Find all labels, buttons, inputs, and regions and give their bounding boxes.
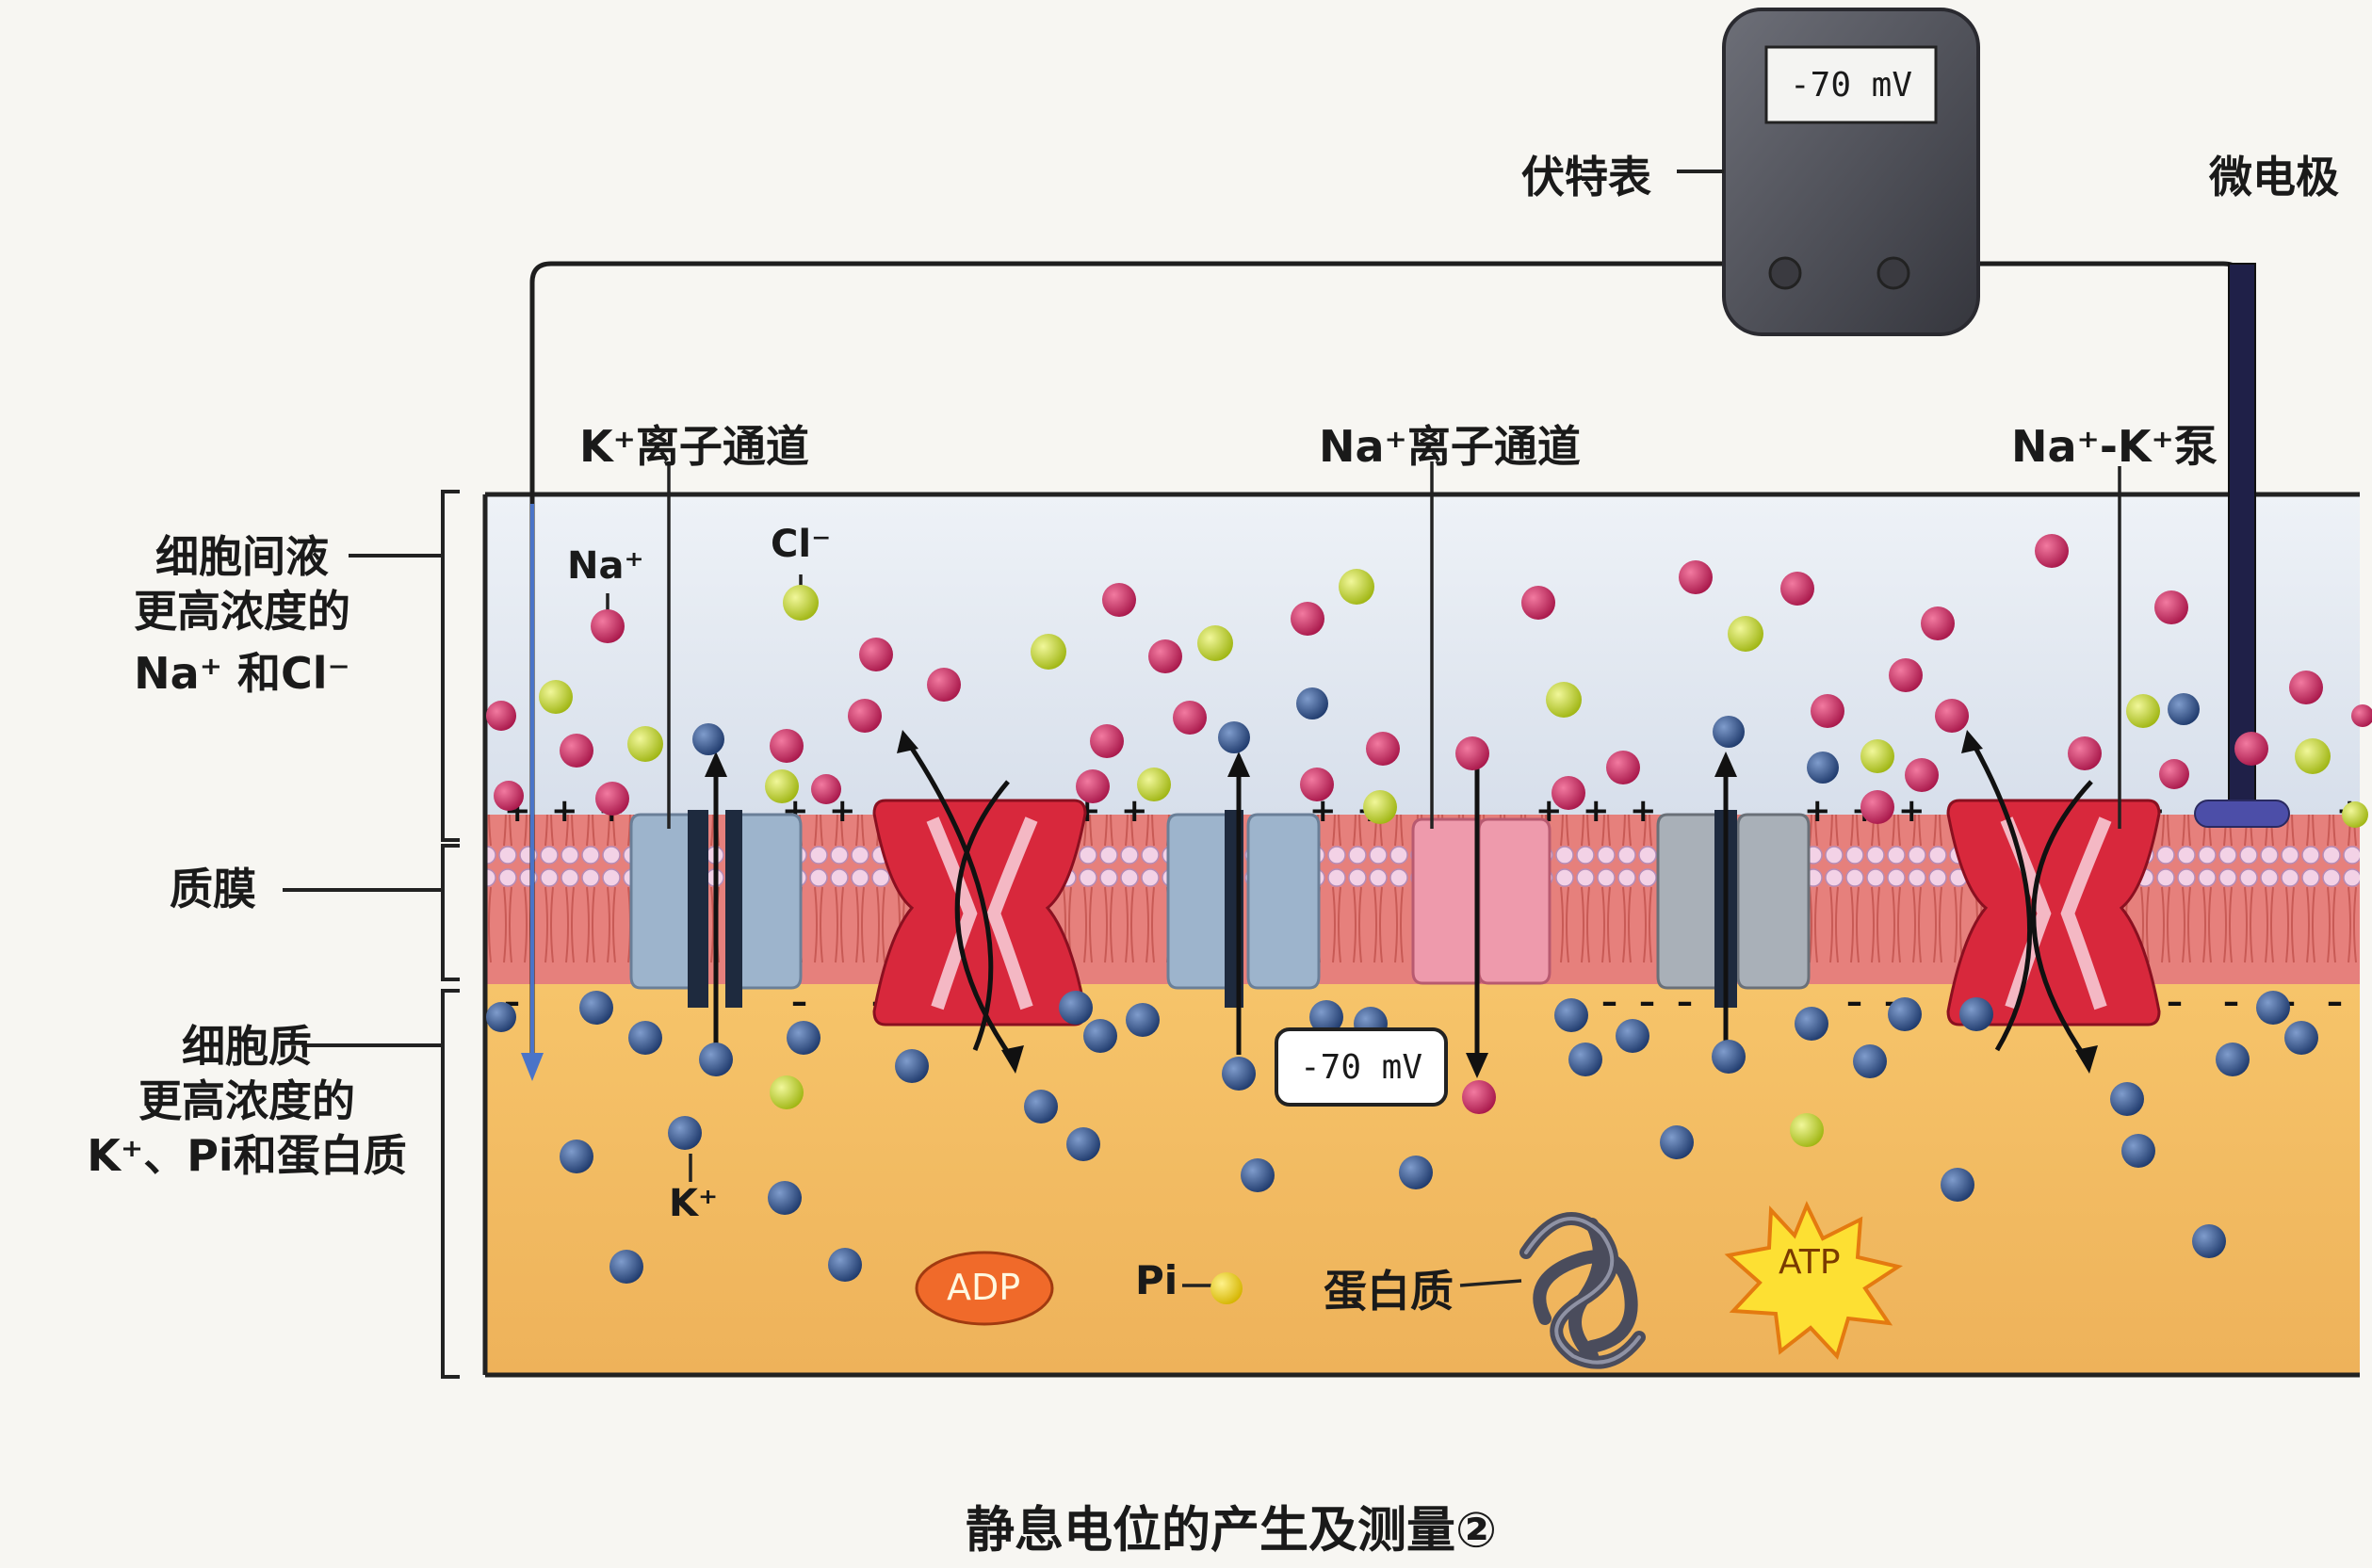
svg-text:–: –: [2167, 983, 2183, 1021]
microelectrode: [2194, 263, 2290, 828]
voltmeter-reading: -70 mV: [1789, 65, 1913, 105]
k-channel-2: [1166, 810, 1321, 1008]
na-ions: [486, 534, 2372, 1114]
cytoplasm-line-3: K⁺、Pi和蛋白质: [87, 1130, 407, 1181]
na-channel-label: Na⁺离子通道: [1319, 421, 1581, 472]
svg-text:–: –: [2223, 983, 2239, 1021]
svg-text:+: +: [1898, 792, 1925, 830]
pump-label: Na⁺-K⁺泵: [2011, 421, 2218, 472]
cytoplasm-line-1: 细胞质: [182, 1021, 312, 1072]
cytoplasm-label: 细胞质 更高浓度的 K⁺、Pi和蛋白质: [68, 1019, 426, 1183]
k-channel-label: K⁺离子通道: [579, 421, 809, 472]
svg-text:–: –: [1677, 983, 1693, 1021]
svg-text:+: +: [1630, 792, 1657, 830]
inside-readout-box: [1275, 1027, 1448, 1107]
na-k-pump-1: [872, 799, 1087, 1026]
ion-arrows: [713, 742, 2093, 1061]
extracellular-line-1: 细胞间液: [155, 531, 329, 582]
leader-lines: [606, 461, 2121, 1287]
svg-text:–: –: [1846, 983, 1862, 1021]
k-channel-1: [629, 810, 803, 1008]
extracellular-line-3: Na⁺ 和Cl⁻: [134, 648, 350, 699]
membrane-label: 质膜: [170, 864, 256, 914]
k-ion-label: K⁺: [669, 1182, 719, 1225]
adp-molecule: [915, 1251, 1054, 1326]
inside-potential-reading: -70 mV: [1299, 1047, 1423, 1087]
pi-molecule: [1210, 1272, 1243, 1304]
extracellular-line-2: 更高浓度的: [134, 586, 350, 637]
k-channel-3: [1656, 810, 1811, 1008]
voltmeter-label: 伏特表: [1521, 152, 1651, 202]
cl-ions: [539, 569, 2368, 1147]
side-brackets: [283, 490, 460, 1379]
microelectrode-label: 微电极: [2209, 152, 2339, 202]
wire-arrow: [521, 1053, 544, 1081]
arrow-heads: [705, 730, 2098, 1078]
svg-text:+: +: [1583, 792, 1610, 830]
svg-text:–: –: [1639, 983, 1655, 1021]
protein-highlight: [1524, 1217, 1641, 1365]
cytoplasm-line-2: 更高浓度的: [138, 1075, 355, 1126]
atp-starburst: [1724, 1201, 1903, 1360]
figure-caption: 静息电位的产生及测量②: [966, 1502, 1498, 1560]
svg-text:–: –: [791, 983, 807, 1021]
svg-text:+: +: [551, 792, 578, 830]
svg-text:–: –: [1601, 983, 1617, 1021]
svg-text:+: +: [1121, 792, 1148, 830]
na-ion-label: Na⁺: [567, 544, 644, 588]
cl-ion-label: Cl⁻: [771, 523, 832, 566]
na-k-pump-2: [1946, 799, 2161, 1026]
adp-label: ADP: [947, 1267, 1021, 1308]
extracellular-label: 细胞间液 更高浓度的 Na⁺ 和Cl⁻: [87, 529, 398, 701]
atp-label: ATP: [1779, 1243, 1841, 1282]
svg-text:–: –: [2327, 983, 2343, 1021]
k-ions: [486, 687, 2318, 1284]
protein-label: 蛋白质: [1324, 1266, 1454, 1317]
pi-label: Pi: [1135, 1257, 1178, 1303]
na-channel: [1411, 817, 1552, 985]
